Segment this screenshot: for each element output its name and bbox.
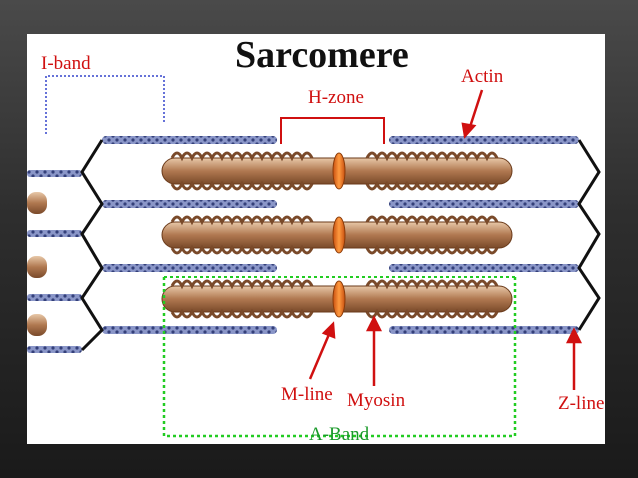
- a-band-bracket: [162, 276, 517, 438]
- z-lines: [80, 139, 601, 352]
- actin-label: Actin: [461, 66, 504, 87]
- i-band-label: I-band: [41, 53, 91, 74]
- actin-filaments: [27, 136, 579, 353]
- h-zone-label: H-zone: [308, 87, 364, 108]
- label-arrows: [308, 89, 583, 390]
- sarcomere-illustration: [27, 75, 601, 438]
- m-line-label: M-line: [281, 384, 333, 405]
- h-zone-bracket: [280, 117, 385, 144]
- myosin-label: Myosin: [347, 390, 406, 411]
- m-line-discs: [332, 152, 346, 318]
- myosin-filaments: [27, 151, 513, 336]
- i-band-bracket: [45, 75, 165, 134]
- a-band-label: A-Band: [309, 424, 370, 444]
- z-line-label: Z-line: [558, 393, 605, 414]
- sarcomere-diagram: Sarcomere I-band H-zone Actin M-line Myo…: [27, 34, 605, 444]
- diagram-title: Sarcomere: [235, 34, 409, 76]
